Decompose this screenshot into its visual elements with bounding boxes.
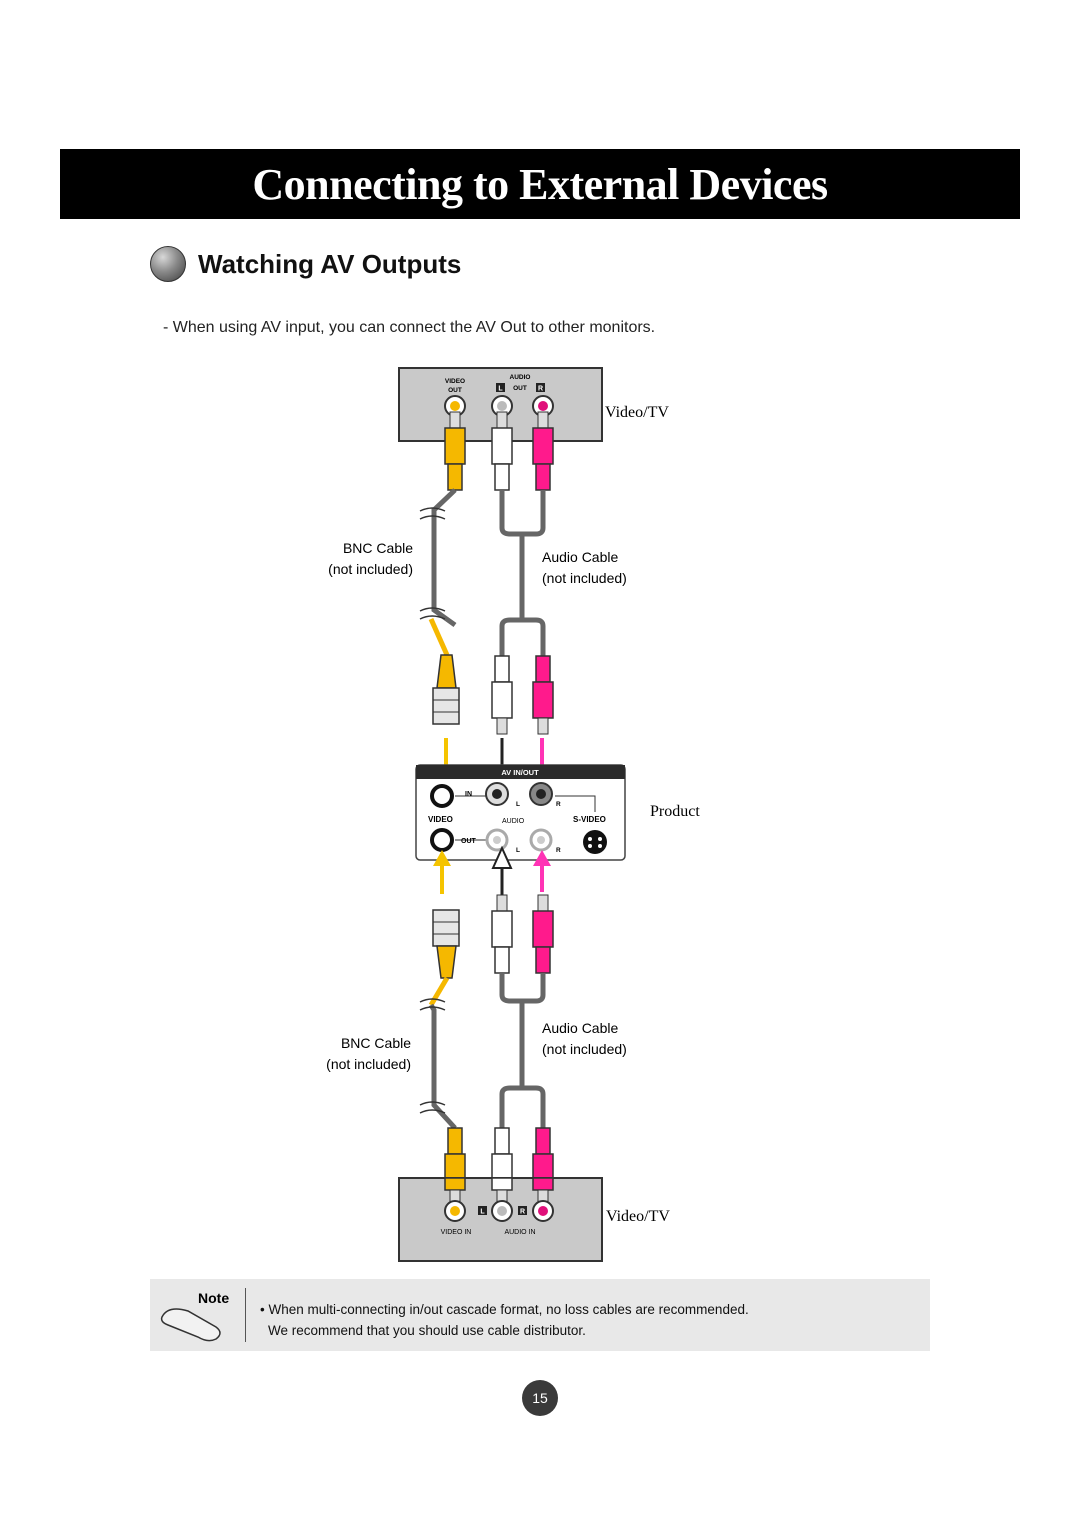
product-in-r-label: R [556, 801, 561, 808]
top-video-out-label-1: VIDEO [445, 378, 465, 385]
product-out-r-label: R [556, 847, 561, 854]
top-video-out-label-2: OUT [448, 387, 462, 394]
product-in-l-label: L [516, 801, 520, 808]
audio-cable-1-line1: Audio Cable [542, 549, 618, 565]
audio-cable-2-line1: Audio Cable [542, 1020, 618, 1036]
note-pencil-icon: Note [160, 1290, 229, 1342]
connection-diagram: VIDEO OUT AUDIO L OUT R Video/TV [326, 367, 700, 1262]
audio-cable-1-line2: (not included) [542, 570, 627, 586]
bottom-right-badge-box [518, 1206, 527, 1215]
page-title: Connecting to External Devices [252, 159, 828, 209]
note-heading: Note [198, 1290, 229, 1306]
note-text: • When multi-connecting in/out cascade f… [260, 1299, 749, 1341]
section-bullet-icon [150, 246, 186, 282]
cable-set-2 [419, 973, 546, 1130]
bnc-cable-1-line1: BNC Cable [343, 540, 413, 556]
bnc-cable-1-line2: (not included) [328, 561, 413, 577]
bottom-audio-in-label: AUDIO IN [504, 1229, 535, 1236]
connectors-1 [432, 654, 554, 735]
top-device-label: Video/TV [605, 404, 669, 421]
bottom-left-badge-box [478, 1206, 487, 1215]
top-left-badge: L [498, 386, 503, 393]
connectors-2 [432, 894, 554, 979]
top-left-badge-box [496, 383, 505, 392]
product-svideo-jack [583, 830, 607, 854]
product-video-label: VIDEO [428, 815, 453, 824]
product-out-l-label: L [516, 847, 520, 854]
product-video-in-jack [430, 784, 454, 808]
bottom-video-tv-device: L R VIDEO IN AUDIO IN [398, 1177, 603, 1262]
section-title: Watching AV Outputs [198, 248, 462, 279]
top-out-label: OUT [513, 385, 527, 392]
top-right-badge-box [536, 383, 545, 392]
note-line-1: • When multi-connecting in/out cascade f… [260, 1302, 749, 1317]
arrows-out-of-product [433, 845, 551, 895]
cable-set-1 [419, 488, 546, 658]
page-number: 15 [522, 1380, 558, 1416]
product-in-label: IN [465, 791, 472, 798]
bottom-device-label: Video/TV [606, 1208, 670, 1225]
intro-text: - When using AV input, you can connect t… [163, 319, 656, 336]
top-plugs [444, 411, 554, 491]
note-divider [245, 1288, 246, 1342]
product-label: Product [650, 803, 700, 820]
audio-cable-2-line2: (not included) [542, 1041, 627, 1057]
product-panel-label: AV IN/OUT [501, 768, 539, 777]
bottom-video-in-label: VIDEO IN [441, 1229, 472, 1236]
bnc-cable-2-line1: BNC Cable [341, 1035, 411, 1051]
title-bar: Connecting to External Devices [60, 149, 1020, 219]
note-line-2: We recommend that you should use cable d… [268, 1323, 586, 1338]
bnc-cable-2-line2: (not included) [326, 1056, 411, 1072]
top-audio-label: AUDIO [510, 374, 531, 381]
note-box: Note • When multi-connecting in/out casc… [150, 1279, 930, 1351]
product-video-out-jack [430, 828, 454, 852]
product-audio-label: AUDIO [502, 818, 525, 825]
bottom-left-badge: L [480, 1209, 485, 1216]
product-svideo-label: S-VIDEO [573, 815, 606, 824]
top-right-badge: R [538, 386, 543, 393]
product-panel: AV IN/OUT IN L R VIDEO AUDIO S-VIDEO OUT… [415, 764, 626, 861]
bottom-right-badge: R [520, 1209, 525, 1216]
product-out-label: OUT [461, 838, 477, 845]
section-heading: Watching AV Outputs [150, 244, 461, 284]
